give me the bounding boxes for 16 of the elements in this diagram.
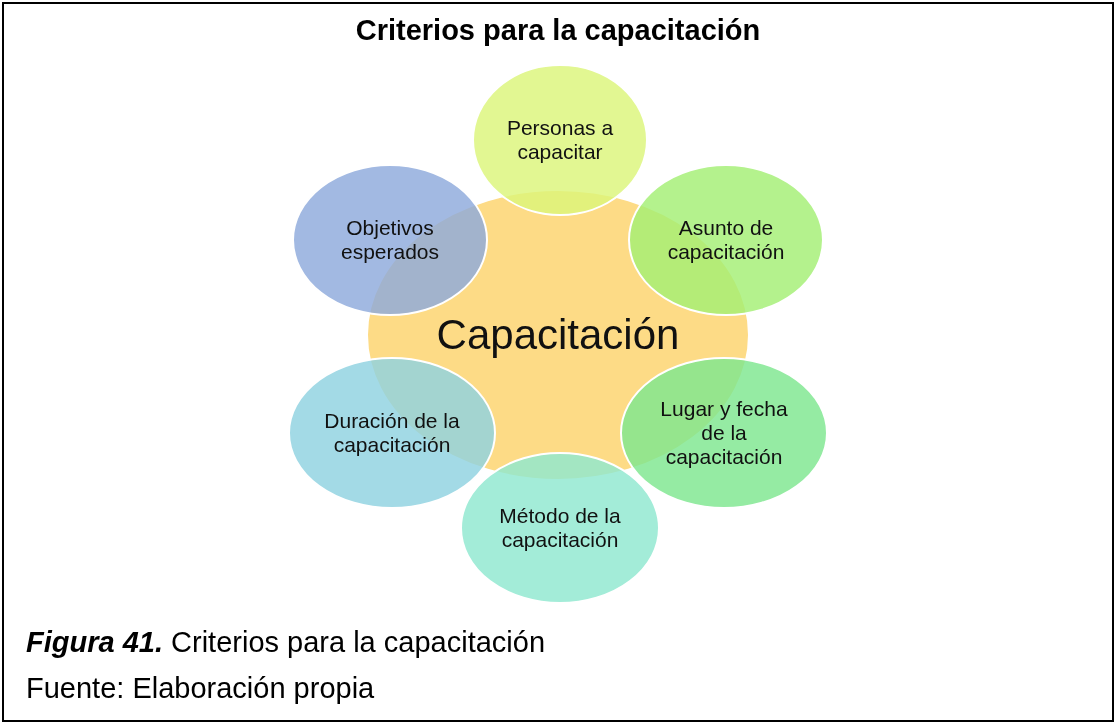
figure-caption: Figura 41. Criterios para la capacitación: [26, 626, 545, 659]
source-note: Fuente: Elaboración propia: [26, 672, 375, 705]
diagram-title: Criterios para la capacitación: [354, 14, 762, 47]
central-label: Capacitación: [435, 311, 681, 359]
criterion-label: Asunto de capacitación: [666, 216, 786, 264]
criterion-ellipse: [288, 357, 496, 509]
criterion-label: Objetivos esperados: [339, 216, 441, 264]
criterion-label: Lugar y fecha de la capacitación: [659, 397, 789, 469]
criterion-ellipse: [628, 164, 824, 316]
criterion-ellipse: [460, 452, 660, 604]
criterion-ellipse: [620, 357, 828, 509]
criterion-label: Duración de la capacitación: [323, 409, 461, 457]
criterion-label: Personas a capacitar: [505, 116, 615, 164]
criterion-label: Método de la capacitación: [498, 504, 622, 552]
criterion-ellipse: [292, 164, 488, 316]
criterion-ellipse: [472, 64, 648, 216]
